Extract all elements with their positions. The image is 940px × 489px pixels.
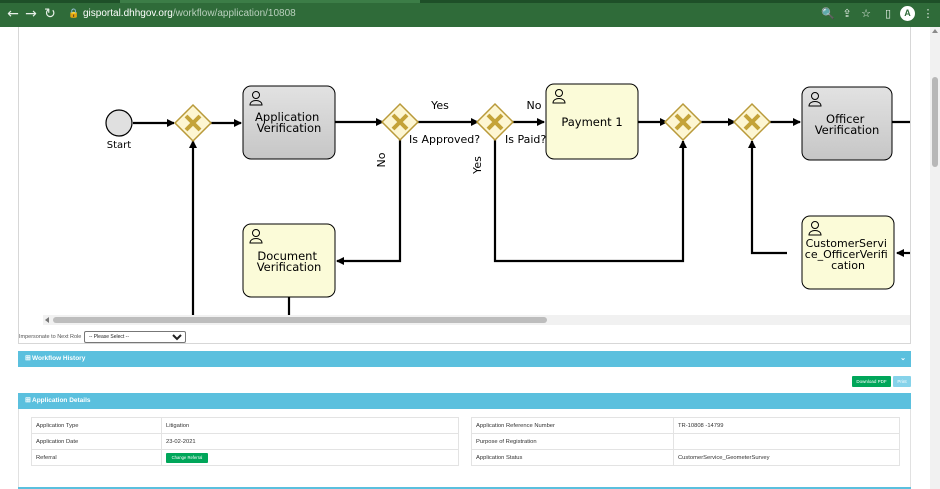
forward-icon[interactable]: → [25,6,37,22]
diagram-horizontal-scrollbar[interactable] [43,315,910,325]
table-row: Application Date 23-02-2021 [31,433,459,450]
table-row: Purpose of Registration [471,433,900,450]
gateway-merge-3[interactable] [732,102,772,142]
task-label: Officer Verification [815,112,880,137]
back-icon[interactable]: ← [7,6,19,22]
detail-label: Application Type [31,417,162,434]
flow-approved-no[interactable] [336,139,402,265]
gateway-is-paid[interactable] [475,102,515,142]
url-text[interactable]: gisportal.dhhgov.org/workflow/applicatio… [83,4,296,24]
workflow-diagram: Start Yes [105,83,910,317]
section-title: Workflow History [32,355,86,362]
start-event[interactable] [105,109,133,137]
detail-label: Application Reference Number [471,417,674,434]
gateway-label-is-paid: Is Paid? [505,133,546,146]
detail-value: CustomerService_GeometerSurvey [673,449,900,466]
user-task-icon [808,92,822,107]
gateway-label-is-approved: Is Approved? [409,133,480,146]
section-title: Application Details [32,397,91,404]
profile-avatar[interactable]: A [900,6,915,21]
page-vertical-scrollbar[interactable] [930,27,940,489]
user-task-icon [249,91,263,106]
scroll-up-icon[interactable] [932,29,938,33]
table-row: Application Reference Number TR-10808 -1… [471,417,900,434]
detail-value: Litigation [161,417,459,434]
exclusive-gateway-icon [674,113,692,131]
url-host: gisportal.dhhgov.org [83,8,173,19]
user-task-icon [808,221,822,236]
flow-paid-yes[interactable] [493,139,687,263]
scroll-left-icon[interactable] [45,317,49,323]
flow-label-paid-yes: Yes [471,156,484,175]
url-path: /workflow/application/10808 [172,8,296,19]
print-button[interactable]: Print [893,376,911,387]
active-tab[interactable] [120,0,420,3]
table-row: Application Status CustomerService_Geome… [471,449,900,466]
sequence-flows [133,118,910,317]
chevron-down-icon[interactable]: ⌄ [900,355,906,362]
side-panel-icon[interactable]: ▯ [884,7,892,20]
detail-value: Change Referral [161,449,459,466]
application-details-left-table: Application Type Litigation Application … [31,417,459,466]
user-task-icon [249,229,263,244]
lock-icon[interactable]: 🔒 [68,9,80,19]
scrollbar-thumb[interactable] [932,77,938,167]
gateway-merge-1[interactable] [173,103,213,143]
task-document-verification[interactable]: Document Verification [242,223,336,298]
exclusive-gateway-icon [486,113,504,131]
expand-icon[interactable]: ⊞ [25,397,31,404]
task-application-verification[interactable]: Application Verification [242,85,336,160]
tab-strip [0,0,940,3]
task-label: Payment 1 [561,115,622,129]
impersonate-role-select[interactable]: -- Please Select -- [84,331,186,343]
gateway-is-approved[interactable] [380,102,420,142]
expand-icon[interactable]: ⊞ [25,355,31,362]
detail-value: 23-02-2021 [161,433,459,450]
browser-toolbar: ← → ↻ 🔒 gisportal.dhhgov.org/workflow/ap… [0,0,940,27]
bookmark-star-icon[interactable]: ☆ [861,7,871,20]
detail-label: Application Date [31,433,162,450]
task-label: Application Verification [255,110,323,135]
application-details-header[interactable]: ⊞ Application Details [18,393,911,409]
exclusive-gateway-icon [743,113,761,131]
workflow-diagram-panel: Start Yes [18,27,911,344]
user-task-icon [552,89,566,104]
detail-value: TR-10808 -14799 [673,417,900,434]
exclusive-gateway-icon [391,113,409,131]
detail-label: Application Status [471,449,674,466]
next-section-header[interactable] [18,487,911,489]
zoom-icon[interactable]: 🔍 [821,7,835,20]
application-details-panel: Application Type Litigation Application … [18,409,911,489]
task-payment-1[interactable]: Payment 1 [545,83,639,160]
exclusive-gateway-icon [184,114,202,132]
change-referral-button[interactable]: Change Referral [166,452,208,463]
flow-label-approved-no: No [375,152,388,167]
download-pdf-button[interactable]: Download PDF [852,376,891,387]
reload-icon[interactable]: ↻ [44,6,56,22]
page-viewport: Start Yes [0,27,930,489]
task-label: Document Verification [257,249,322,274]
task-customer-service-officer-verification[interactable]: CustomerServi ce_OfficerVerifi cation [801,215,895,290]
workflow-history-header[interactable]: ⊞ Workflow History ⌄ [18,351,911,367]
scrollbar-thumb[interactable] [53,317,547,323]
task-label: CustomerServi ce_OfficerVerifi cation [805,237,891,272]
gateway-merge-2[interactable] [663,102,703,142]
task-officer-verification[interactable]: Officer Verification [801,86,893,161]
table-row: Referral Change Referral [31,449,459,466]
impersonate-label: Impersonate to Next Role [19,334,82,340]
detail-label: Purpose of Registration [471,433,674,450]
flow-label-approved-yes: Yes [430,99,449,112]
application-details-right-table: Application Reference Number TR-10808 -1… [471,417,900,466]
browser-menu-icon[interactable]: ⋮ [922,7,934,20]
share-icon[interactable]: ⇪ [842,7,852,20]
table-row: Application Type Litigation [31,417,459,434]
flow-customer-service-to-gateway[interactable] [748,140,787,255]
start-event-label: Start [107,140,132,151]
flow-label-paid-no: No [527,99,542,112]
detail-value [673,433,900,450]
detail-label: Referral [31,449,162,466]
address-bar[interactable]: 🔒 gisportal.dhhgov.org/workflow/applicat… [62,4,882,24]
